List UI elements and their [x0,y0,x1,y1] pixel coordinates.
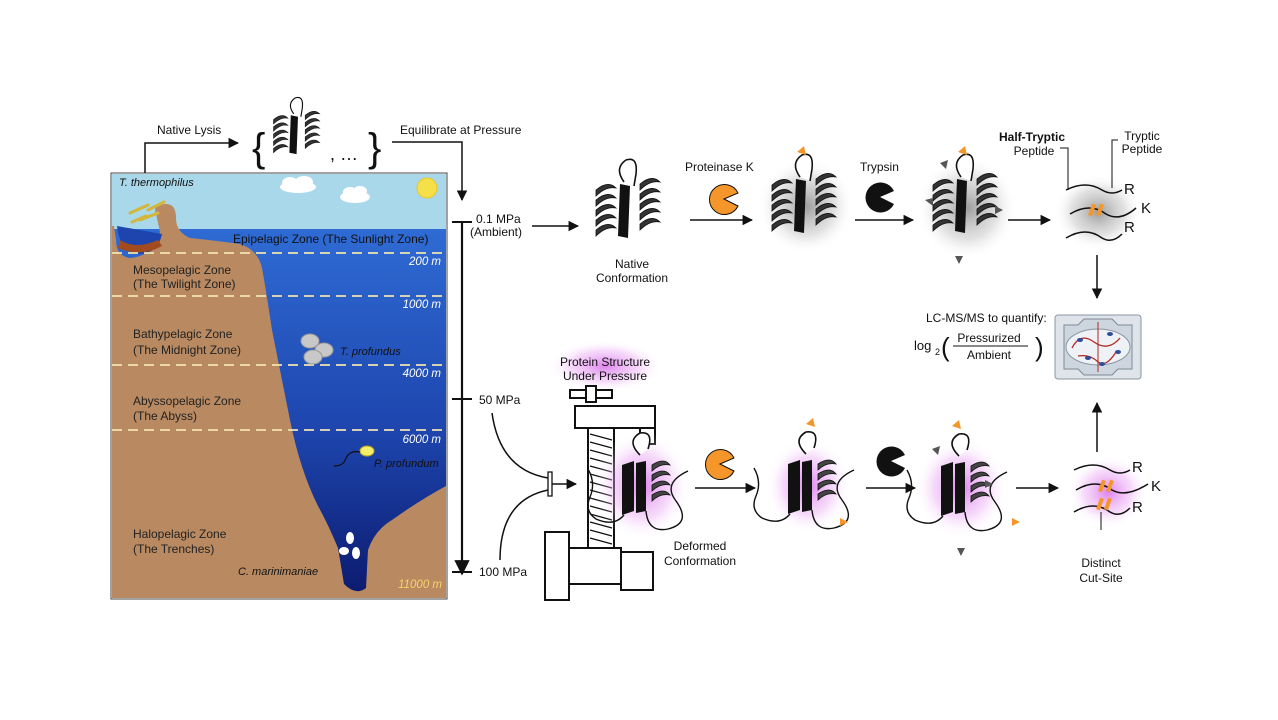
pressure-50: 50 MPa [479,393,521,407]
trypsin-icon-2 [876,446,905,477]
peptide-fragments [1065,184,1137,241]
depth-1000: 1000 m [403,299,442,311]
residue-k-2: K [1151,478,1161,495]
residue-k-1: K [1141,200,1151,217]
pressure-100: 100 MPa [479,565,527,579]
zone-mesopelagic: Mesopelagic Zone [133,263,231,277]
residue-r-3: R [1132,459,1143,476]
zone-boundaries [112,252,446,431]
under-pressure-label-2: Under Pressure [563,369,647,383]
pressure-peptide-fragments [1073,464,1149,515]
paren-right: ) [1035,332,1044,362]
native-row: Native Conformation Proteinase K Trypsin… [595,129,1163,300]
native-label-1: Native [615,257,649,271]
zone-bathypelagic: Bathypelagic Zone [133,327,233,341]
distinct-cut-site-label-2: Cut-Site [1079,571,1123,585]
t-thermophilus-label: T. thermophilus [119,177,194,189]
p-profundum-label: P. profundum [374,458,439,470]
depth-6000: 6000 m [403,434,442,446]
zone-mesopelagic-sub: (The Twilight Zone) [133,277,236,291]
top-flow: Native Lysis { } , … Equilibrate at Pres… [144,96,522,202]
t-profundus-label: T. profundus [340,346,401,358]
set-brace-right: } [368,126,381,170]
zone-abyssopelagic: Abyssopelagic Zone [133,394,241,408]
lcms-label: LC-MS/MS to quantify: [926,311,1047,325]
pressure-ambient-sub: (Ambient) [470,225,522,239]
set-ellipsis: , … [330,144,358,164]
depth-4000: 4000 m [403,368,442,380]
zone-abyssopelagic-sub: (The Abyss) [133,409,197,423]
half-tryptic-label-2: Peptide [1014,144,1055,158]
proteinase-k-icon-2 [704,449,735,480]
sun-icon [416,177,438,199]
depth-200: 200 m [408,256,441,268]
pressure-clamp-icon [544,385,656,601]
residue-r-1: R [1124,181,1135,198]
ocean-depth-panel: T. thermophilus T. profundus P. profundu… [110,172,448,600]
zone-halopelagic: Halopelagic Zone [133,527,227,541]
t-profundus-cells [300,333,334,365]
mass-spec-icon [1054,314,1142,380]
pressure-row: Protein Structure Under Pressure [544,340,1161,601]
proteinase-k-label: Proteinase K [685,160,754,174]
cut-site-marker [797,146,806,155]
half-tryptic-label-1: Half-Tryptic [999,130,1065,144]
lcms-block: LC-MS/MS to quantify: log 2 ( ) Pressuri… [914,311,1142,380]
proteinase-k-icon [708,184,739,215]
zone-halopelagic-sub: (The Trenches) [133,542,214,556]
p-profundum-cell [333,445,375,467]
deformed-label-1: Deformed [674,539,727,553]
zone-bathypelagic-sub: (The Midnight Zone) [133,343,241,357]
trypsin-label: Trypsin [860,160,899,174]
residue-r-4: R [1132,499,1143,516]
c-marinimaniae-cells [339,532,360,559]
tryptic-label-2: Peptide [1122,142,1163,156]
pressure-axis: 0.1 MPa (Ambient) 50 MPa 100 MPa [452,212,580,579]
trypsin-icon [865,182,894,213]
zone-epipelagic: Epipelagic Zone (The Sunlight Zone) [233,232,428,246]
native-lysis-label: Native Lysis [157,123,221,137]
deformed-label-2: Conformation [664,554,736,568]
native-label-2: Conformation [596,271,668,285]
under-pressure-label-1: Protein Structure [560,355,650,369]
numerator-label: Pressurized [957,331,1020,345]
pressure-ambient: 0.1 MPa [476,212,521,226]
log-label: log [914,338,931,353]
thermophile-cells [128,200,166,224]
log-subscript: 2 [935,347,940,357]
c-marinimaniae-label: C. marinimaniae [238,566,318,578]
distinct-cut-site-label-1: Distinct [1081,556,1121,570]
paren-left: ( [941,332,950,362]
denominator-label: Ambient [967,348,1012,362]
equilibrate-label: Equilibrate at Pressure [400,123,522,137]
native-protein-icon [595,158,661,239]
cloud-icon [280,176,370,203]
depth-11000: 11000 m [398,579,442,591]
set-brace-left: { [252,126,265,170]
residue-r-2: R [1124,219,1135,236]
lysate-protein-icon [272,96,321,155]
tryptic-label-1: Tryptic [1124,129,1160,143]
